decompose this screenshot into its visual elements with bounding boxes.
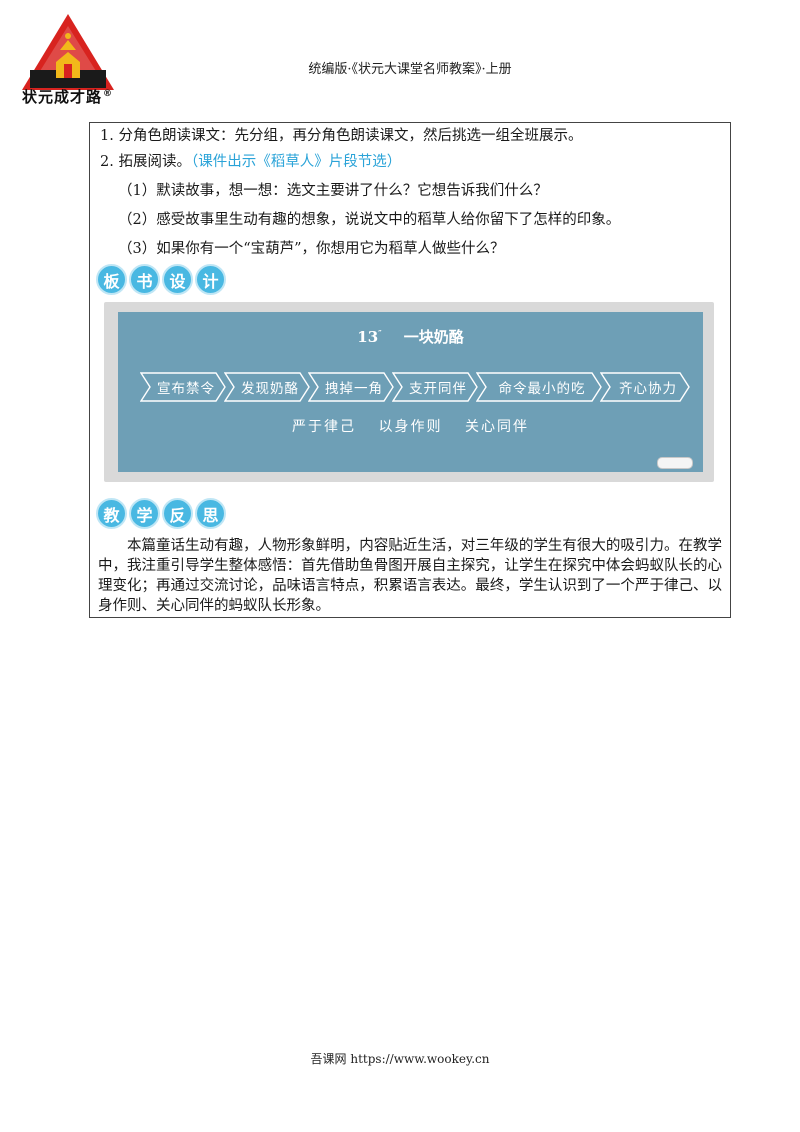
heading-char: 设 — [162, 264, 193, 295]
step-chevron: 支开同伴 — [392, 372, 478, 402]
step-chevron: 发现奶酪 — [224, 372, 310, 402]
reflection-heading: 教 学 反 思 — [96, 498, 226, 530]
blackboard: 13″一块奶酪 宣布禁令 发现奶酪 拽掉一角 支开同伴 命令最小的吃 齐心协力 … — [118, 312, 703, 472]
heading-char: 学 — [129, 498, 160, 529]
reflection-text: 本篇童话生动有趣，人物形象鲜明，内容贴近生活，对三年级的学生有很大的吸引力。在教… — [98, 538, 722, 614]
chalk-icon — [657, 457, 693, 469]
step-chevron: 宣布禁令 — [140, 372, 226, 402]
logo-wordmark: 状元成才路® — [22, 88, 114, 106]
step-chevron: 齐心协力 — [600, 372, 690, 402]
heading-char: 板 — [96, 264, 127, 295]
step-chevron: 拽掉一角 — [308, 372, 394, 402]
question-3: （3）如果你有一个“宝葫芦”，你想用它为稻草人做些什么？ — [118, 241, 505, 257]
heading-char: 思 — [195, 498, 226, 529]
heading-char: 书 — [129, 264, 160, 295]
content-frame — [89, 122, 731, 618]
lesson-title: 13″一块奶酪 — [357, 328, 464, 346]
activity-item-2: 2. 拓展阅读。（课件出示《稻草人》片段节选） — [100, 152, 401, 172]
activity-item-1: 1. 分角色朗读课文：先分组，再分角色朗读课文，然后挑选一组全班展示。 — [100, 128, 583, 144]
brand-logo-icon — [22, 14, 114, 90]
step-chevron: 命令最小的吃 — [476, 372, 602, 402]
question-2: （2）感受故事里生动有趣的想象，说说文中的稻草人给你留下了怎样的印象。 — [118, 212, 621, 228]
courseware-note: （课件出示《稻草人》片段节选） — [190, 154, 402, 170]
heading-char: 反 — [162, 498, 193, 529]
heading-char: 计 — [195, 264, 226, 295]
board-design-heading: 板 书 设 计 — [96, 264, 226, 296]
page-header-title: 统编版·《状元大课堂名师教案》·上册 — [308, 62, 512, 77]
reflection-paragraph: 本篇童话生动有趣，人物形象鲜明，内容贴近生活，对三年级的学生有很大的吸引力。在教… — [98, 536, 722, 616]
activity-item-2-main: 2. 拓展阅读。 — [100, 154, 191, 170]
page-footer: 吾课网 https://www.wookey.cn — [310, 1052, 490, 1066]
heading-char: 教 — [96, 498, 127, 529]
question-1: （1）默读故事，想一想：选文主要讲了什么？它想告诉我们什么？ — [118, 183, 548, 199]
board-summary: 严于律己 以身作则 关心同伴 — [292, 419, 529, 435]
